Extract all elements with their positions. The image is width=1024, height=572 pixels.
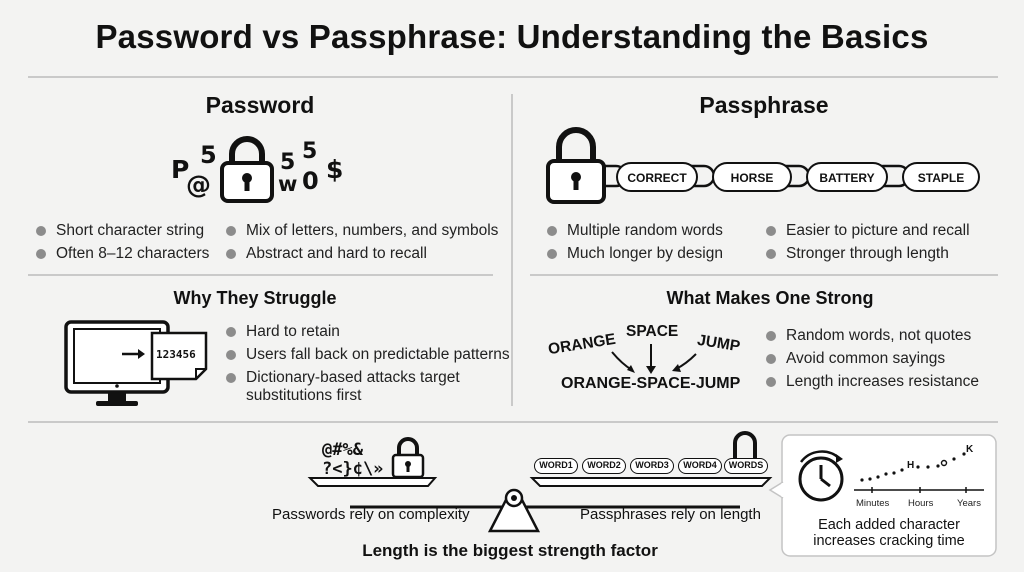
timeline-mark-h: H — [907, 460, 915, 471]
bottom-divider — [28, 421, 998, 423]
timeline-tick-label: Minutes — [856, 498, 890, 509]
timeline-tick-label: Years — [957, 498, 981, 509]
mid-left-divider — [28, 274, 493, 276]
symbol-char: P — [171, 155, 190, 184]
scale-symbols-line2: ?<}¢\» — [322, 459, 384, 479]
top-divider — [28, 76, 998, 78]
scale-word: WORD4 — [678, 458, 722, 474]
chain-word-battery: BATTERY — [806, 162, 888, 192]
monitor-icon — [64, 320, 170, 406]
balance-scale — [307, 477, 773, 533]
timeline-axis — [854, 452, 984, 493]
struggle-heading: Why They Struggle — [173, 288, 337, 308]
mid-right-divider — [530, 274, 998, 276]
padlock-icon — [391, 437, 425, 479]
passphrase-heading: Passphrase — [699, 92, 829, 118]
scale-word: WORDS — [724, 458, 768, 474]
password-heading: Password — [205, 92, 315, 118]
word-space: SPACE — [626, 323, 679, 340]
bottom-caption: Length is the biggest strength factor — [362, 541, 658, 560]
sticky-note-text: 123456 — [156, 348, 196, 361]
symbol-char: w — [278, 172, 298, 196]
converging-arrows — [611, 344, 697, 374]
password-bullet: Mix of letters, numbers, and symbols — [226, 222, 498, 240]
padlock-icon — [220, 136, 274, 203]
symbol-char: 5 — [302, 139, 318, 164]
symbol-char: $ — [326, 155, 344, 184]
scale-symbols-line1: @#%& — [322, 440, 363, 460]
scale-word: WORD3 — [630, 458, 674, 474]
struggle-bullet: Hard to retain — [226, 323, 340, 341]
right-scale-caption: Passphrases rely on length — [580, 506, 761, 523]
timeline-caption-line1: Each added character — [818, 517, 960, 533]
passphrase-bullet: Stronger through length — [766, 245, 949, 263]
symbol-char: 5 — [200, 141, 217, 169]
symbol-char: @ — [186, 170, 211, 199]
chain-word-staple: STAPLE — [902, 162, 980, 192]
combined-passphrase: ORANGE-SPACE-JUMP — [561, 375, 741, 392]
center-divider — [511, 94, 513, 406]
strong-bullet: Avoid common sayings — [766, 350, 945, 368]
password-bullet: Often 8–12 characters — [36, 245, 209, 263]
symbol-char: 0 — [302, 167, 319, 195]
timeline-tick-label: Hours — [908, 498, 934, 509]
passphrase-bullet: Easier to picture and recall — [766, 222, 970, 240]
timeline-mark-k: K — [966, 444, 974, 455]
strong-bullet: Random words, not quotes — [766, 327, 971, 345]
scale-word: WORD1 — [534, 458, 578, 474]
struggle-bullet: Dictionary-based attacks target substitu… — [226, 369, 476, 405]
strong-heading: What Makes One Strong — [666, 288, 874, 308]
padlock-icon — [546, 127, 606, 204]
symbol-char: 5 — [280, 150, 296, 175]
password-bullet: Short character string — [36, 222, 204, 240]
password-bullet: Abstract and hard to recall — [226, 245, 427, 263]
passphrase-bullet: Multiple random words — [547, 222, 723, 240]
timeline-caption-line2: increases cracking time — [813, 533, 965, 549]
padlock-icon — [733, 431, 757, 458]
sticky-note-icon — [150, 331, 208, 381]
page-title: Password vs Passphrase: Understanding th… — [95, 18, 929, 55]
strong-bullet: Length increases resistance — [766, 373, 979, 391]
left-scale-caption: Passwords rely on complexity — [272, 506, 470, 523]
chain-word-horse: HORSE — [712, 162, 792, 192]
stopwatch-icon — [798, 450, 844, 502]
struggle-bullet: Users fall back on predictable patterns — [226, 346, 510, 364]
scale-word: WORD2 — [582, 458, 626, 474]
passphrase-bullet: Much longer by design — [547, 245, 723, 263]
chain-word-correct: CORRECT — [616, 162, 698, 192]
